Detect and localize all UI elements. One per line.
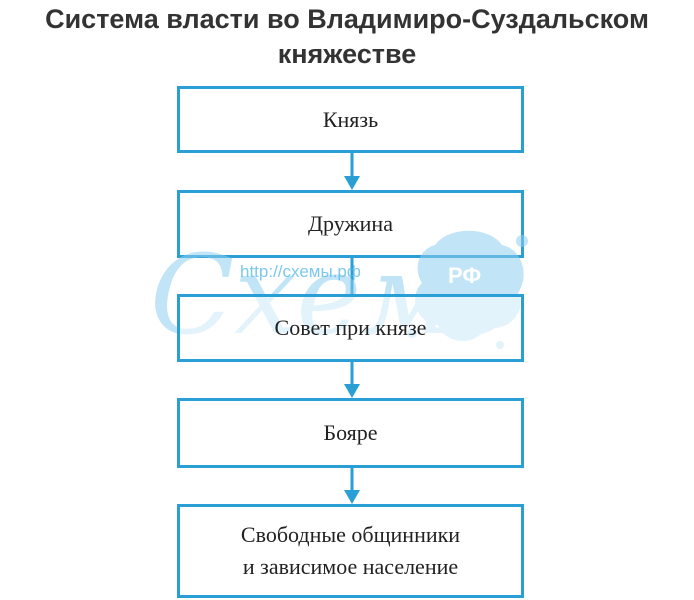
arrow-3 [344, 360, 360, 398]
arrow-4 [344, 466, 360, 504]
box-knyaz: Князь [177, 86, 524, 153]
box-obshchinniki-line-1: Свободные общинники [240, 522, 461, 547]
box-sovet: Совет при князе [177, 294, 524, 362]
box-boyare: Бояре [177, 398, 524, 468]
diagram-title: Система власти во Владимиро-Суздальском … [0, 2, 694, 72]
box-druzhina-label: Дружина [308, 211, 393, 236]
watermark-badge: РФ [448, 263, 482, 288]
connector-2 [350, 256, 354, 296]
title-line-1: Система власти во Владимиро-Суздальском [45, 4, 649, 34]
watermark-url: http://схемы.рф [240, 262, 361, 281]
box-knyaz-label: Князь [322, 106, 379, 132]
box-obshchinniki-line-2: и зависимое население [242, 554, 459, 579]
box-boyare-label: Бояре [323, 420, 378, 445]
arrow-1 [344, 150, 360, 190]
box-sovet-label: Совет при князе [274, 315, 427, 340]
title-line-2: княжестве [277, 39, 417, 69]
box-obshchinniki: Свободные общинники и зависимое населени… [177, 504, 524, 598]
box-druzhina: Дружина [177, 190, 524, 258]
